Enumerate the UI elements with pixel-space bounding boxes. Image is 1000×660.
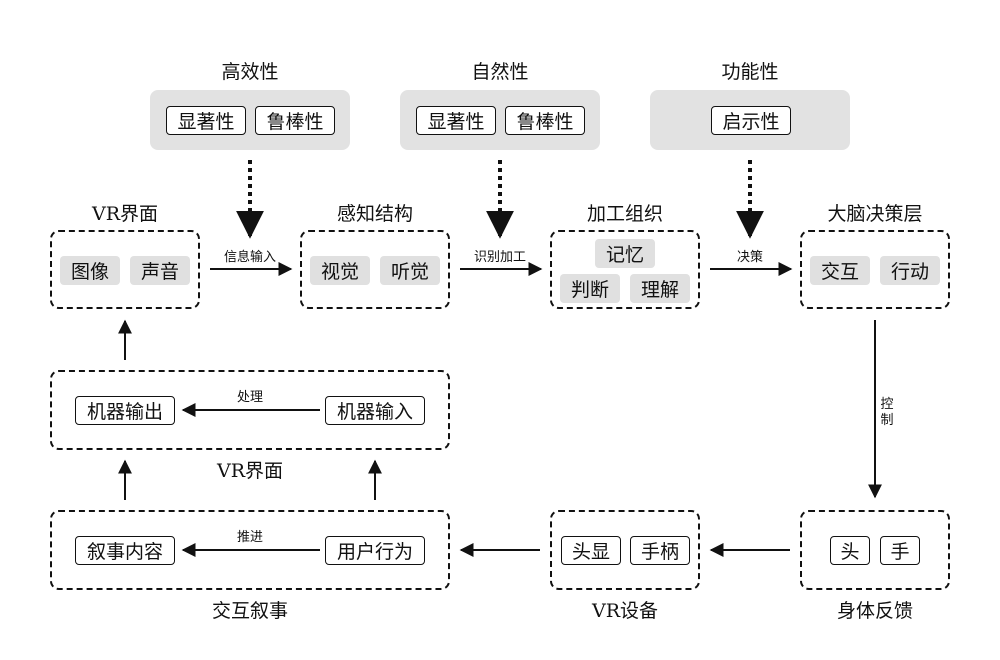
process-label: 处理 xyxy=(236,390,264,405)
vr-interface-box xyxy=(50,230,200,309)
user-behavior-tag: 用户行为 xyxy=(325,536,425,565)
memory-chip: 记忆 xyxy=(595,239,655,268)
efficiency-robustness-tag: 鲁棒性 xyxy=(255,106,335,135)
efficiency-salience-tag: 显著性 xyxy=(166,106,246,135)
brain-title: 大脑决策层 xyxy=(827,203,923,225)
naturalness-robustness-tag: 鲁棒性 xyxy=(505,106,585,135)
advance-label: 推进 xyxy=(236,530,264,545)
functionality-title: 功能性 xyxy=(721,61,779,83)
action-chip: 行动 xyxy=(880,256,940,285)
body-box xyxy=(800,510,950,590)
processing-title: 加工组织 xyxy=(586,203,664,225)
device-title: VR设备 xyxy=(591,600,659,622)
info-input-label: 信息输入 xyxy=(223,250,277,265)
hand-tag: 手 xyxy=(880,536,920,565)
narrative-content-tag: 叙事内容 xyxy=(75,536,175,565)
hearing-chip: 听觉 xyxy=(380,256,440,285)
machine-title: VR界面 xyxy=(216,460,284,482)
machine-output-tag: 机器输出 xyxy=(75,396,175,425)
recognize-label: 识别加工 xyxy=(473,250,527,265)
machine-input-tag: 机器输入 xyxy=(325,396,425,425)
body-title: 身体反馈 xyxy=(836,600,914,622)
device-box xyxy=(550,510,700,590)
image-chip: 图像 xyxy=(60,256,120,285)
naturalness-salience-tag: 显著性 xyxy=(416,106,496,135)
vision-chip: 视觉 xyxy=(310,256,370,285)
narrative-box xyxy=(50,510,450,590)
narrative-title: 交互叙事 xyxy=(211,600,289,622)
understanding-chip: 理解 xyxy=(630,274,690,303)
judgement-chip: 判断 xyxy=(560,274,620,303)
functionality-affordance-tag: 启示性 xyxy=(711,106,791,135)
naturalness-title: 自然性 xyxy=(471,61,529,83)
control-label: 控 制 xyxy=(880,397,894,429)
machine-box xyxy=(50,370,450,450)
brain-box xyxy=(800,230,950,309)
perception-box xyxy=(300,230,450,309)
headset-tag: 头显 xyxy=(561,536,621,565)
efficiency-title: 高效性 xyxy=(221,61,279,83)
vr-interface-title: VR界面 xyxy=(91,203,159,225)
interaction-chip: 交互 xyxy=(810,256,870,285)
sound-chip: 声音 xyxy=(130,256,190,285)
perception-title: 感知结构 xyxy=(336,203,414,225)
processing-box xyxy=(550,230,700,309)
decision-label: 决策 xyxy=(736,250,764,265)
head-tag: 头 xyxy=(830,536,870,565)
controller-tag: 手柄 xyxy=(630,536,690,565)
